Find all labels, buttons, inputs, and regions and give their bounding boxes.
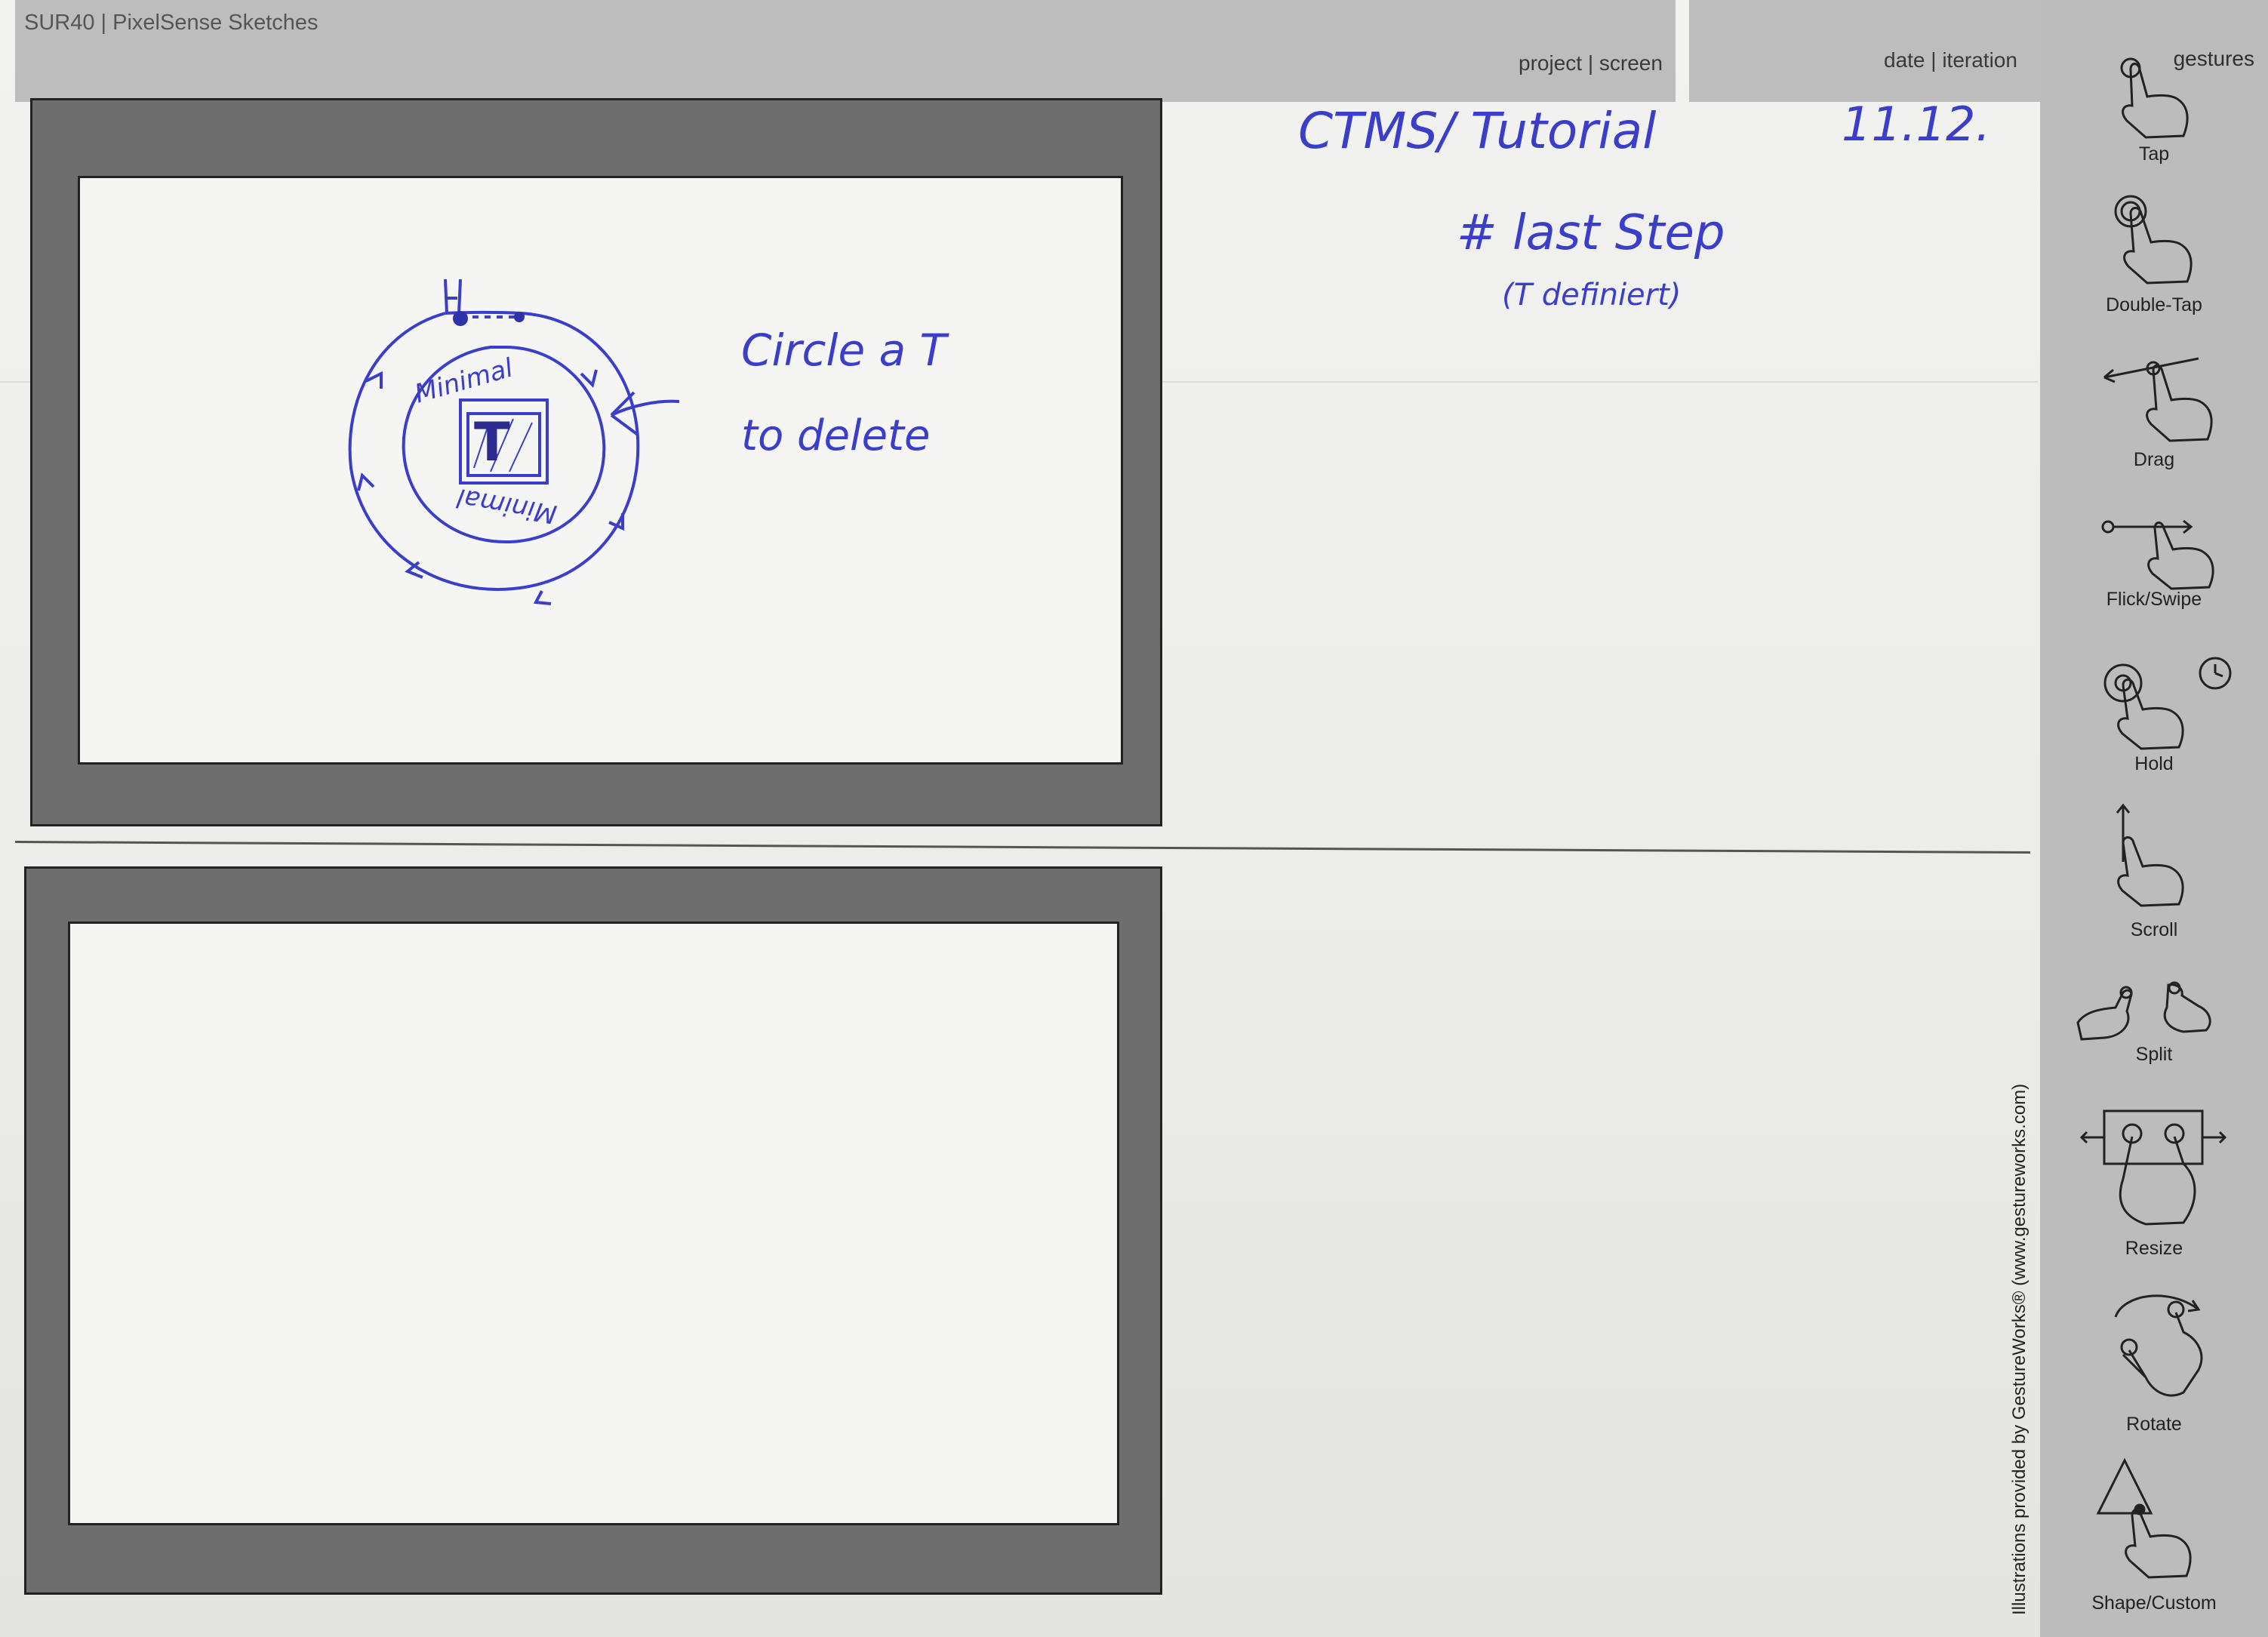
- gesture-label: Flick/Swipe: [2106, 589, 2202, 610]
- gesture-label: Double-Tap: [2106, 294, 2202, 315]
- gesture-label: Hold: [2134, 753, 2174, 774]
- gesture-tap: Tap: [2040, 53, 2268, 174]
- tap-icon: [2120, 57, 2189, 139]
- double-tap-icon: [2114, 195, 2193, 285]
- gesture-drag: Drag: [2040, 355, 2268, 483]
- drag-icon: [2103, 357, 2213, 442]
- tile-letter: T: [474, 411, 510, 473]
- gesture-label: Split: [2135, 1044, 2173, 1065]
- gestures-sidebar: gestures Tap Double-Tap Drag Flick/Swipe…: [2040, 0, 2268, 1637]
- split-icon: [2076, 981, 2211, 1041]
- gesture-label: Tap: [2138, 143, 2170, 165]
- rotate-icon: [2114, 1294, 2203, 1397]
- screen-area-bottom: [68, 922, 1119, 1525]
- gesture-label: Scroll: [2130, 919, 2178, 940]
- gesture-label: Rotate: [2126, 1414, 2182, 1435]
- header-bar-date: [1689, 0, 2044, 102]
- gesture-split: Split: [2040, 977, 2268, 1075]
- gesture-flick-swipe: Flick/Swipe: [2040, 512, 2268, 625]
- sketch-end-dot: [514, 312, 525, 322]
- gesture-scroll: Scroll: [2040, 802, 2268, 952]
- gesture-shape-custom: Shape/Custom: [2040, 1457, 2268, 1619]
- handwritten-project: CTMS/ Tutorial: [1298, 102, 1657, 160]
- scroll-icon: [2116, 803, 2184, 907]
- flick-swipe-icon: [2101, 519, 2214, 590]
- date-iteration-label: date | iteration: [1884, 48, 2017, 72]
- gesture-rotate: Rotate: [2040, 1287, 2268, 1442]
- resize-icon: [2079, 1109, 2227, 1226]
- screen-frame-bottom: [24, 866, 1162, 1595]
- gesture-resize: Resize: [2040, 1103, 2268, 1266]
- hold-icon: [2103, 657, 2232, 750]
- gestures-heading: gestures: [2173, 47, 2254, 70]
- handwritten-date: 11.12.: [1842, 97, 1991, 152]
- screen-frame-top: [30, 98, 1162, 826]
- instruction-line-1: Circle a T: [741, 325, 946, 376]
- divider-line: [14, 841, 2030, 854]
- gesture-label: Drag: [2133, 449, 2175, 470]
- handwritten-note: (T definiert): [1502, 278, 1682, 312]
- project-screen-label: project | screen: [1519, 51, 1663, 75]
- handwritten-step: # last Step: [1457, 205, 1725, 261]
- illustration-credit: Illustrations provided by GestureWorks® …: [2009, 1083, 2030, 1615]
- shape-custom-icon: [2096, 1457, 2192, 1579]
- gesture-label: Shape/Custom: [2091, 1592, 2217, 1614]
- instruction-line-2: to delete: [741, 411, 931, 460]
- gesture-label: Resize: [2125, 1238, 2183, 1259]
- sheet-title: SUR40 | PixelSense Sketches: [24, 11, 319, 35]
- circle-gesture-sketch: [348, 278, 679, 605]
- header-bar-main: [15, 0, 1676, 102]
- sketch-start-dot: [453, 311, 468, 326]
- gesture-double-tap: Double-Tap: [2040, 192, 2268, 328]
- gesture-hold: Hold: [2040, 657, 2268, 792]
